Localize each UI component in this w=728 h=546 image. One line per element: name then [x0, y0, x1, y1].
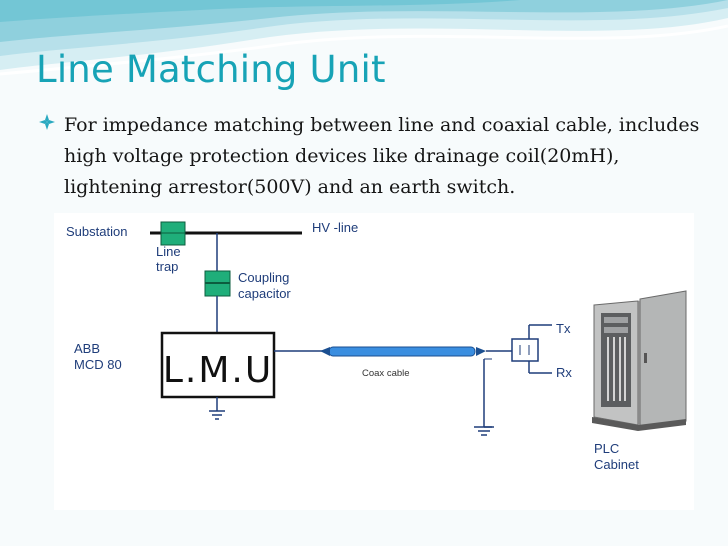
substation-label: Substation [66, 224, 128, 239]
plc-label-1: PLC [594, 441, 620, 456]
hv-line-label: HV -line [312, 220, 359, 235]
header-wave-decoration [0, 0, 728, 76]
coupling-transformer [511, 338, 539, 362]
line-trap-label-1: Line [156, 244, 181, 259]
rx-label: Rx [556, 365, 572, 380]
tx-label: Tx [556, 321, 571, 336]
lmu-box-label: L.M.U [162, 350, 274, 391]
plc-cabinet-image [592, 290, 687, 431]
coupling-capacitor-label-1: Coupling [238, 270, 290, 285]
abb-label-1: ABB [74, 341, 101, 356]
line-trap-label-2: trap [156, 259, 179, 274]
bullet-item: For impedance matching between line and … [39, 110, 708, 203]
coupling-capacitor-label-2: capacitor [238, 286, 291, 301]
plc-label-2: Cabinet [594, 457, 639, 472]
diagram-drawing [150, 221, 687, 436]
lmu-diagram: Substation HV -line Line trap Coupling c… [54, 213, 694, 510]
lmu-box [160, 331, 276, 399]
coax-cable [328, 346, 476, 357]
bullet-text: For impedance matching between line and … [64, 114, 700, 198]
coax-cable-label: Coax cable [362, 368, 410, 379]
abb-label-2: MCD 80 [74, 357, 122, 372]
slide-title: Line Matching Unit [36, 48, 386, 91]
diamond-bullet-icon [39, 114, 55, 130]
